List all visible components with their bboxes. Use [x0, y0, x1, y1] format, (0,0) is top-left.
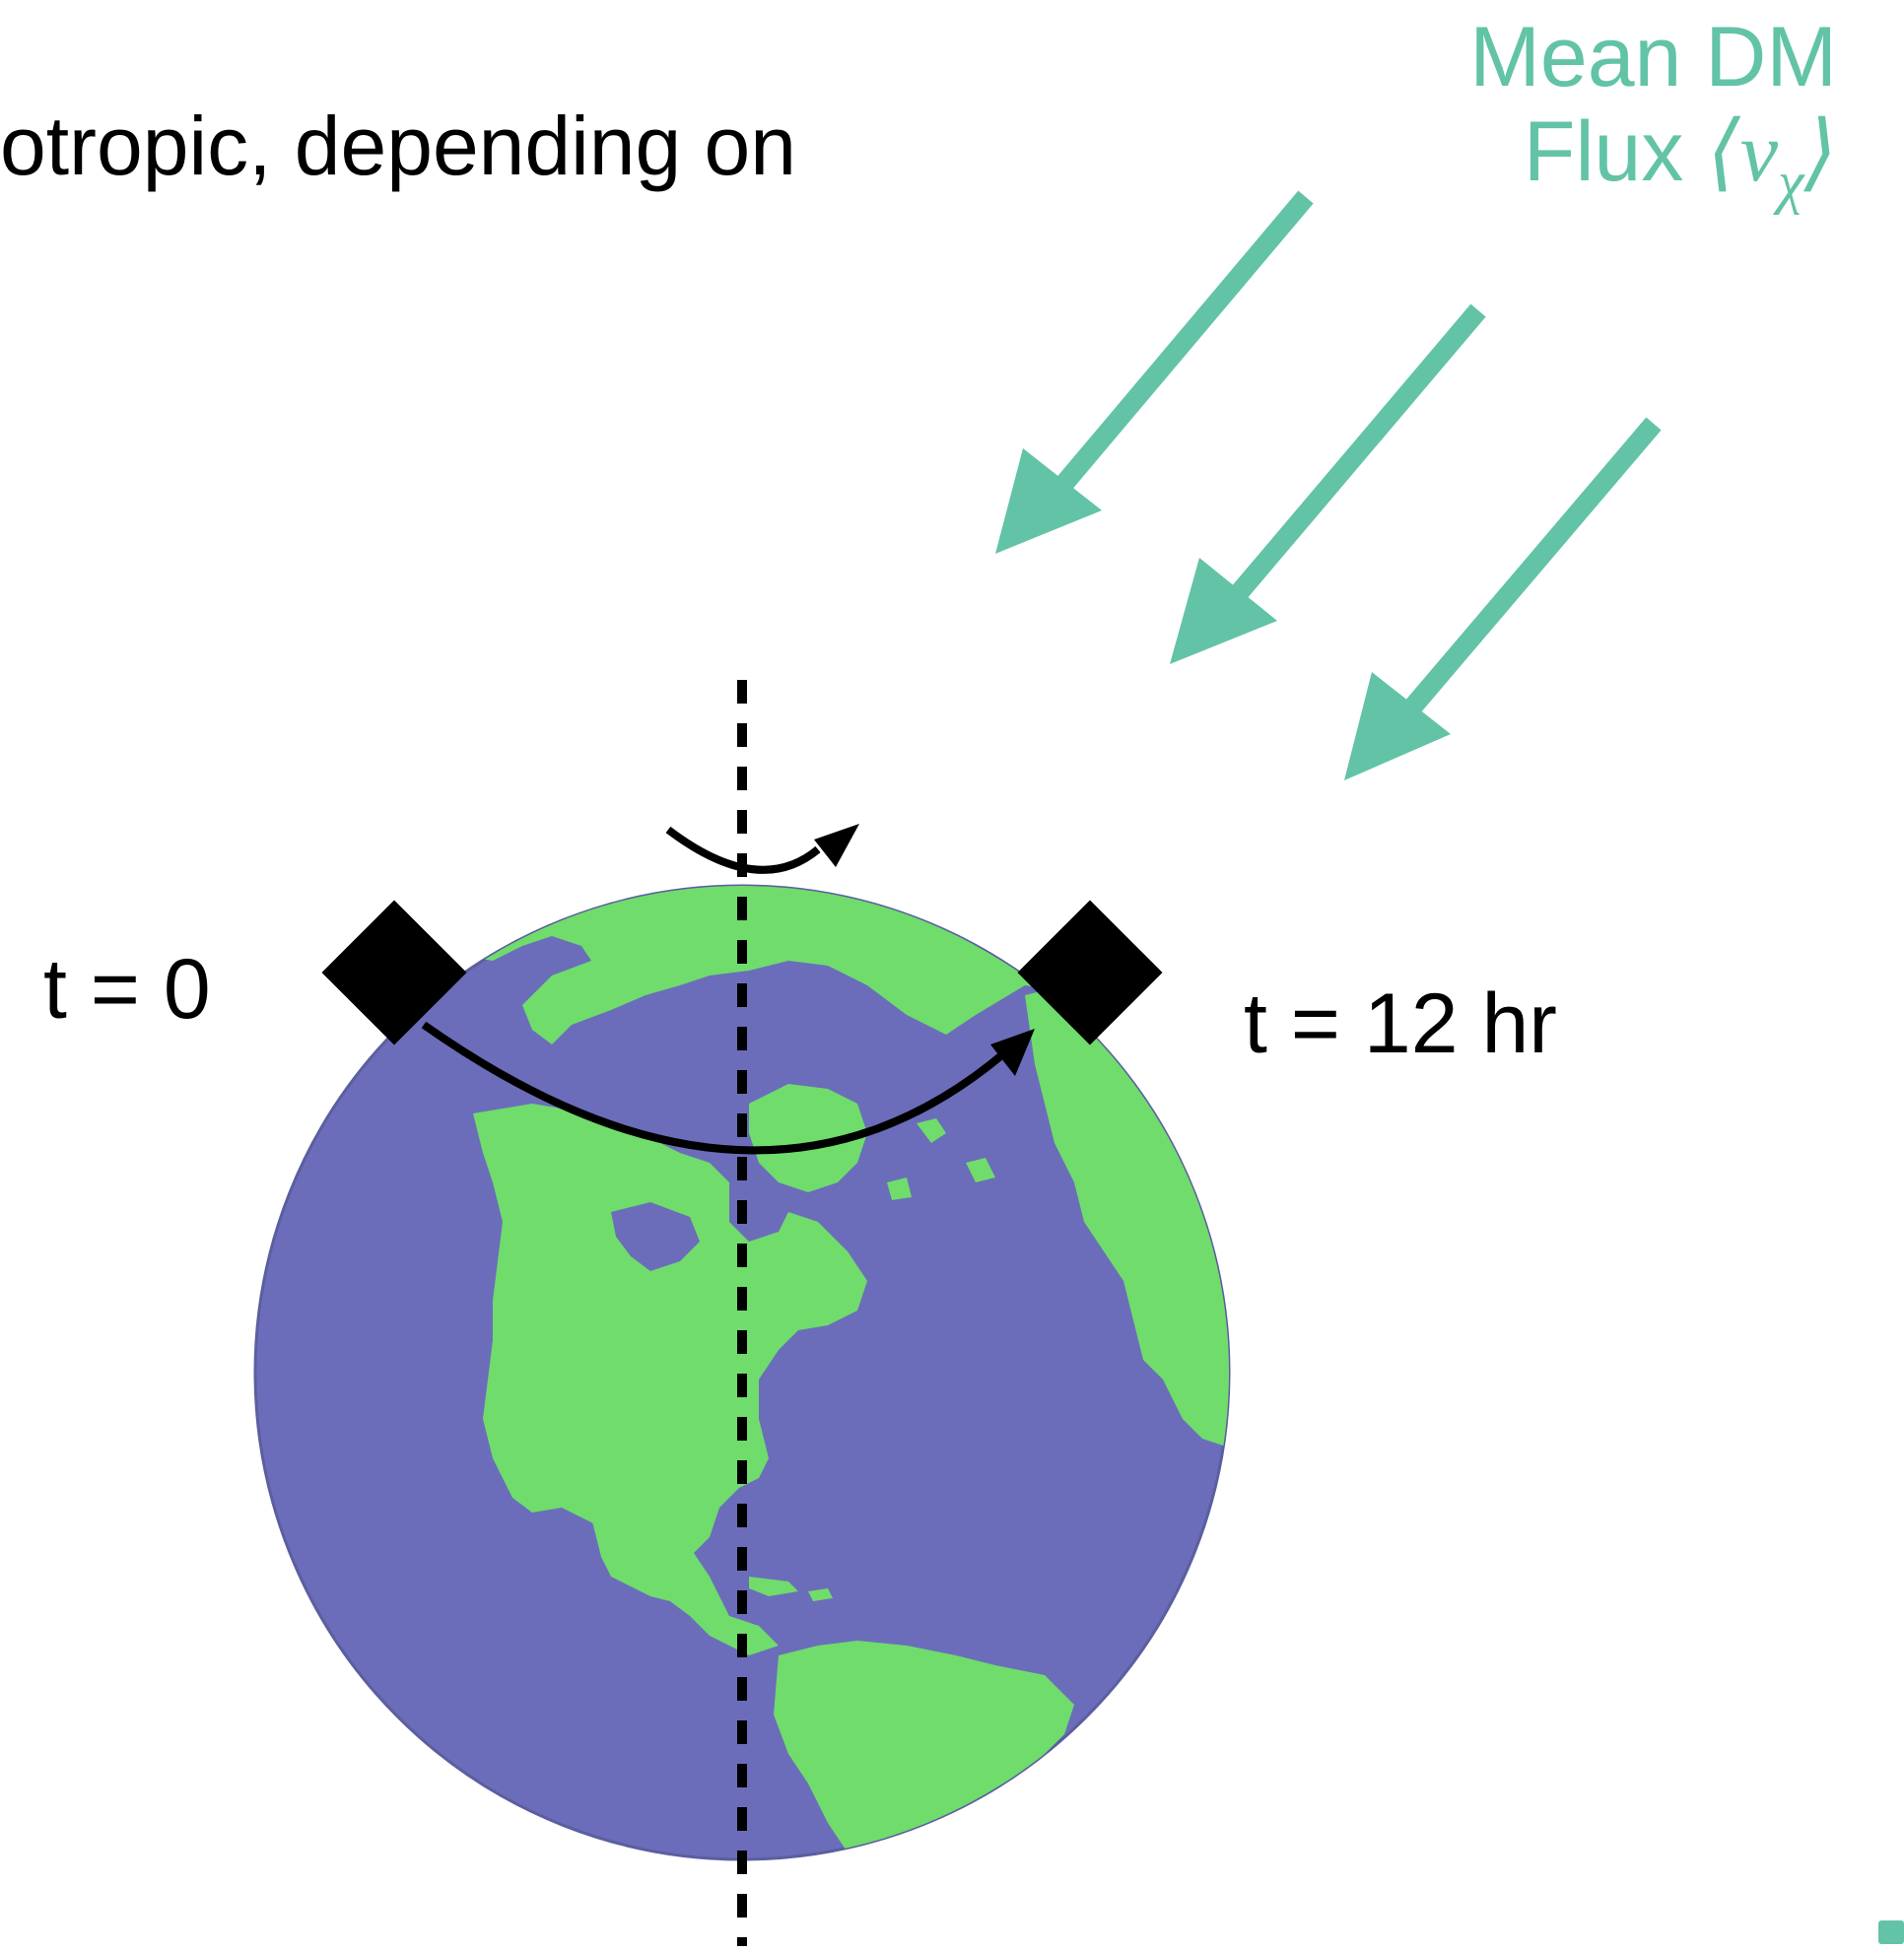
flux-symbol-var: v: [1740, 104, 1778, 199]
flux-velocity-symbol: ⟨vχ⟩: [1707, 104, 1837, 199]
detector-label-start: t = 0: [43, 941, 211, 1039]
flux-label-line2: Flux ⟨vχ⟩: [1469, 104, 1837, 230]
flux-symbol-close: ⟩: [1803, 104, 1837, 199]
detector-label-end: t = 12 hr: [1244, 976, 1557, 1073]
flux-label-line1: Mean DM: [1469, 10, 1837, 104]
header-text: otropic, depending on: [0, 99, 796, 194]
rotation-arrow-head: [814, 824, 859, 867]
flux-label: Mean DM Flux ⟨vχ⟩: [1469, 10, 1837, 230]
corner-marker: [1878, 1920, 1904, 1944]
rotation-arrow-icon: [668, 830, 818, 870]
flux-label-prefix: Flux: [1524, 104, 1707, 199]
flux-symbol-open: ⟨: [1707, 104, 1740, 199]
flux-symbol-sub: χ: [1778, 150, 1803, 215]
flux-arrow-icon: [995, 197, 1654, 780]
